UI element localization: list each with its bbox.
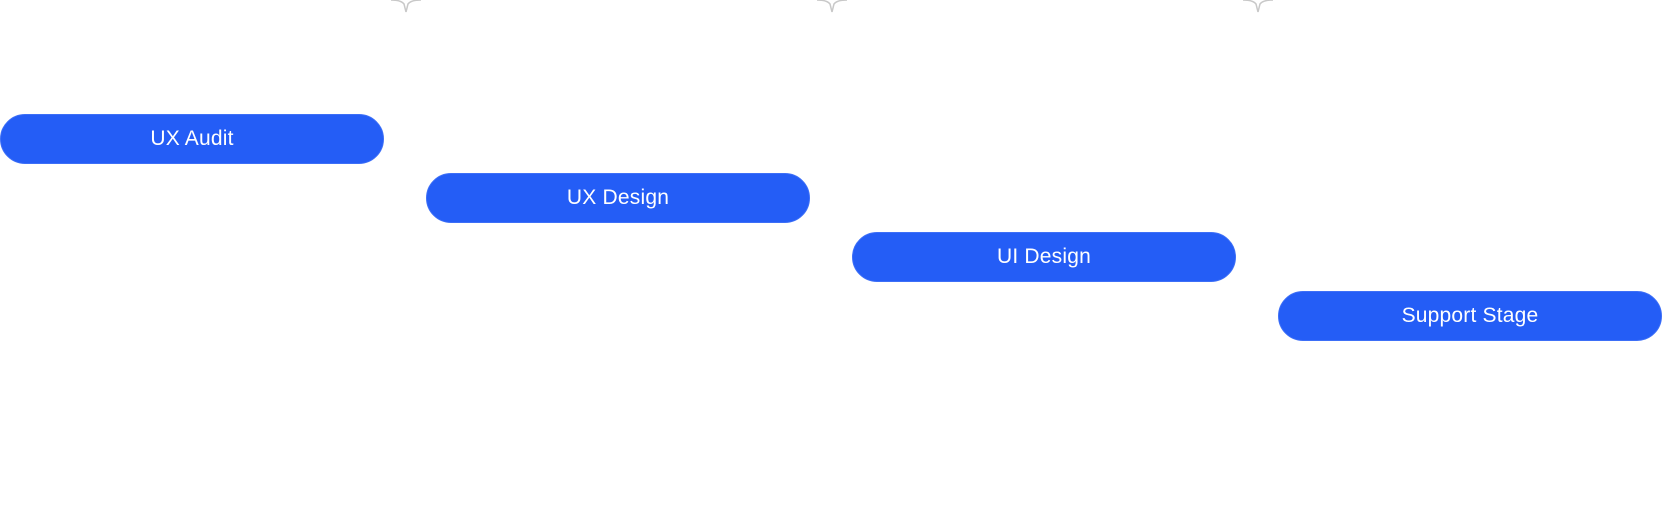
stage-label: UX Audit [150,127,234,150]
stage-pill-ux-design[interactable]: UX Design [426,173,810,223]
stage-label: UI Design [996,245,1091,268]
column-divider-notch [1243,0,1273,14]
stage-pill-support-stage[interactable]: Support Stage [1278,291,1662,341]
stage-label: Support Stage [1401,304,1539,327]
stage-pill-ux-audit[interactable]: UX Audit [0,114,384,164]
column-divider-notch [817,0,847,14]
column-divider-notch [391,0,421,14]
stage-pill-ui-design[interactable]: UI Design [852,232,1236,282]
stage-label: UX Design [566,186,670,209]
